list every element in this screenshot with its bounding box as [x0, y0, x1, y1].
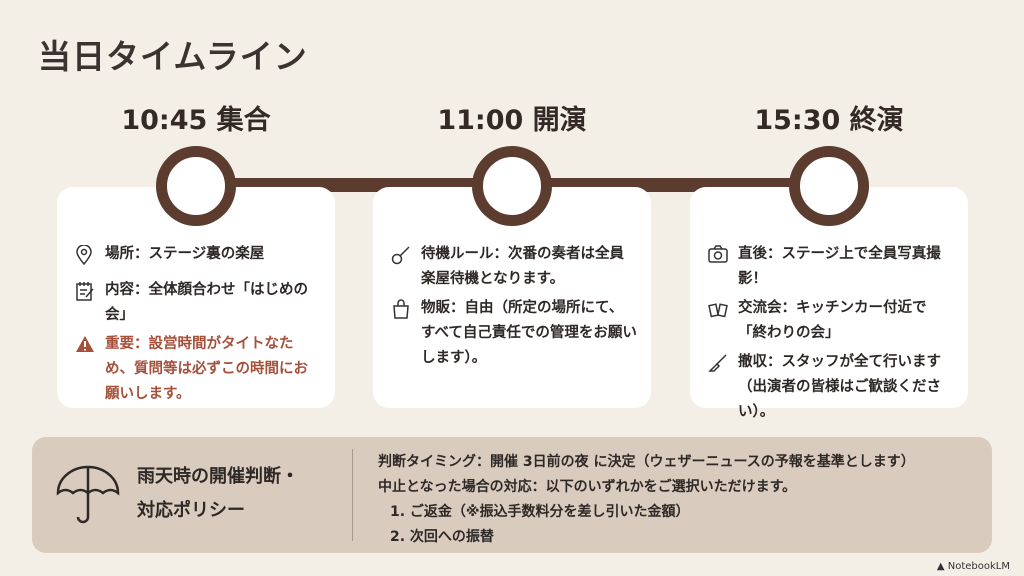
policy-details: 判断タイミング：開催 3日前の夜 に決定（ウェザーニュースの予報を基準とします）… [378, 450, 915, 550]
cancellation-options: 中止となった場合の対応：以下のいずれかをご選択いただけます。 [378, 479, 797, 495]
time-label-gather: 10:45 集合 [121, 105, 271, 136]
card-gather: 場所：ステージ裏の楽屋 内容：全体顔合わせ「はじめの会」 重要：設営時間がタイト… [57, 187, 335, 408]
item-text: 待機ルール：次番の奏者は全員楽屋待機となります。 [421, 246, 624, 287]
policy-title-line1: 雨天時の開催判断・ [137, 466, 299, 487]
item-text: 場所：ステージ裏の楽屋 [105, 246, 265, 262]
policy-title-line2: 対応ポリシー [137, 500, 245, 521]
card-end: 直後：ステージ上で全員写真撮影！ 交流会：キッチンカー付近で「終わりの会」 撤収… [690, 187, 968, 420]
decision-timing: 判断タイミング：開催 3日前の夜 に決定（ウェザーニュースの予報を基準とします） [378, 454, 915, 470]
item-text: 撤収：スタッフが全て行います（出演者の皆様はご歓談ください）。 [738, 354, 941, 420]
broom-icon [708, 350, 730, 425]
timeline-node [472, 146, 552, 226]
list-item: 交流会：キッチンカー付近で「終わりの会」 [708, 296, 954, 346]
list-item: 内容：全体顔合わせ「はじめの会」 [75, 278, 321, 328]
warning-icon [75, 332, 97, 407]
item-text: 交流会：キッチンカー付近で「終わりの会」 [738, 300, 927, 341]
policy-title: 雨天時の開催判断・対応ポリシー [137, 460, 299, 528]
list-item: 直後：ステージ上で全員写真撮影！ [708, 242, 954, 292]
cheers-icon [708, 296, 730, 346]
item-text: 物販：自由（所定の場所にて、すべて自己責任での管理をお願いします）。 [421, 300, 637, 366]
item-text: 直後：ステージ上で全員写真撮影！ [738, 246, 941, 287]
brand-text: NotebookLM [947, 561, 1010, 572]
notepad-icon [75, 278, 97, 328]
option-refund: 1. ご返金（※振込手数料分を差し引いた金額） [390, 504, 690, 520]
rain-policy-panel: 雨天時の開催判断・対応ポリシー 判断タイミング：開催 3日前の夜 に決定（ウェザ… [32, 437, 992, 553]
umbrella-icon [54, 463, 122, 531]
item-text: 重要：設営時間がタイトなため、質問等は必ずこの時間にお願いします。 [105, 336, 308, 402]
page-title: 当日タイムライン [38, 37, 308, 76]
timeline-node [789, 146, 869, 226]
guitar-icon [391, 242, 413, 292]
list-item: 場所：ステージ裏の楽屋 [75, 242, 321, 274]
list-item: 待機ルール：次番の奏者は全員楽屋待機となります。 [391, 242, 637, 292]
camera-icon [708, 242, 730, 292]
time-label-start: 11:00 開演 [437, 105, 587, 136]
list-item: 撤収：スタッフが全て行います（出演者の皆様はご歓談ください）。 [708, 350, 954, 425]
divider [352, 449, 353, 541]
map-pin-icon [75, 242, 97, 274]
time-label-end: 15:30 終演 [754, 105, 904, 136]
warning-item: 重要：設営時間がタイトなため、質問等は必ずこの時間にお願いします。 [75, 332, 321, 407]
brand-logo: ▲ NotebookLM [936, 561, 1010, 572]
item-text: 内容：全体顔合わせ「はじめの会」 [105, 282, 308, 323]
list-item: 物販：自由（所定の場所にて、すべて自己責任での管理をお願いします）。 [391, 296, 637, 371]
timeline-node [156, 146, 236, 226]
option-transfer: 2. 次回への振替 [390, 529, 494, 545]
shopping-bag-icon [391, 296, 413, 371]
